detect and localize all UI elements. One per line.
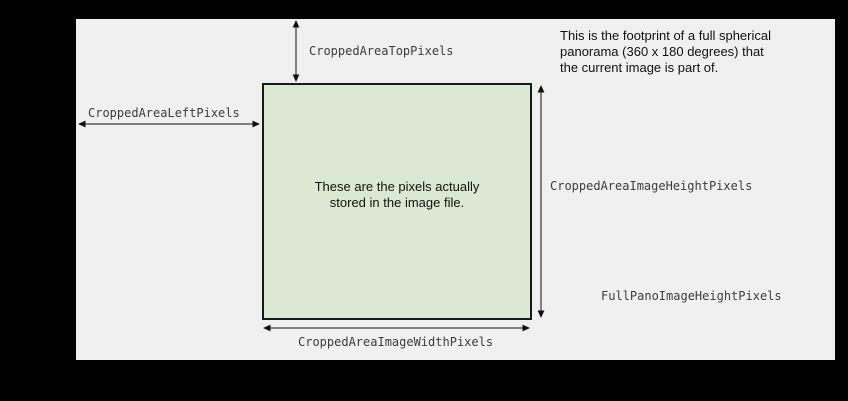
footprint-note: This is the footprint of a full spherica… (560, 28, 816, 76)
footprint-note-line1: This is the footprint of a full spherica… (560, 28, 771, 43)
cropped-area-description: These are the pixels actually stored in … (315, 179, 480, 211)
cropped-area-description-line1: These are the pixels actually (314, 178, 480, 194)
footprint-note-line3: the current image is part of. (560, 60, 719, 75)
label-full-pano-image-height-pixels: FullPanoImageHeightPixels (601, 289, 782, 303)
cropped-area-rect: These are the pixels actually stored in … (262, 83, 532, 320)
footprint-note-line2: panorama (360 x 180 degrees) that (560, 44, 764, 59)
cropped-area-image-height-arrow (537, 85, 545, 318)
label-cropped-area-top-pixels: CroppedAreaTopPixels (309, 44, 454, 58)
label-cropped-area-image-height-pixels: CroppedAreaImageHeightPixels (550, 179, 753, 193)
cropped-area-left-arrow (78, 120, 260, 128)
cropped-area-description-line2: stored in the image file. (329, 194, 465, 210)
cropped-area-image-width-arrow (263, 324, 530, 332)
cropped-area-top-arrow (292, 20, 300, 82)
label-cropped-area-left-pixels: CroppedAreaLeftPixels (88, 106, 240, 120)
label-cropped-area-image-width-pixels: CroppedAreaImageWidthPixels (298, 335, 494, 349)
